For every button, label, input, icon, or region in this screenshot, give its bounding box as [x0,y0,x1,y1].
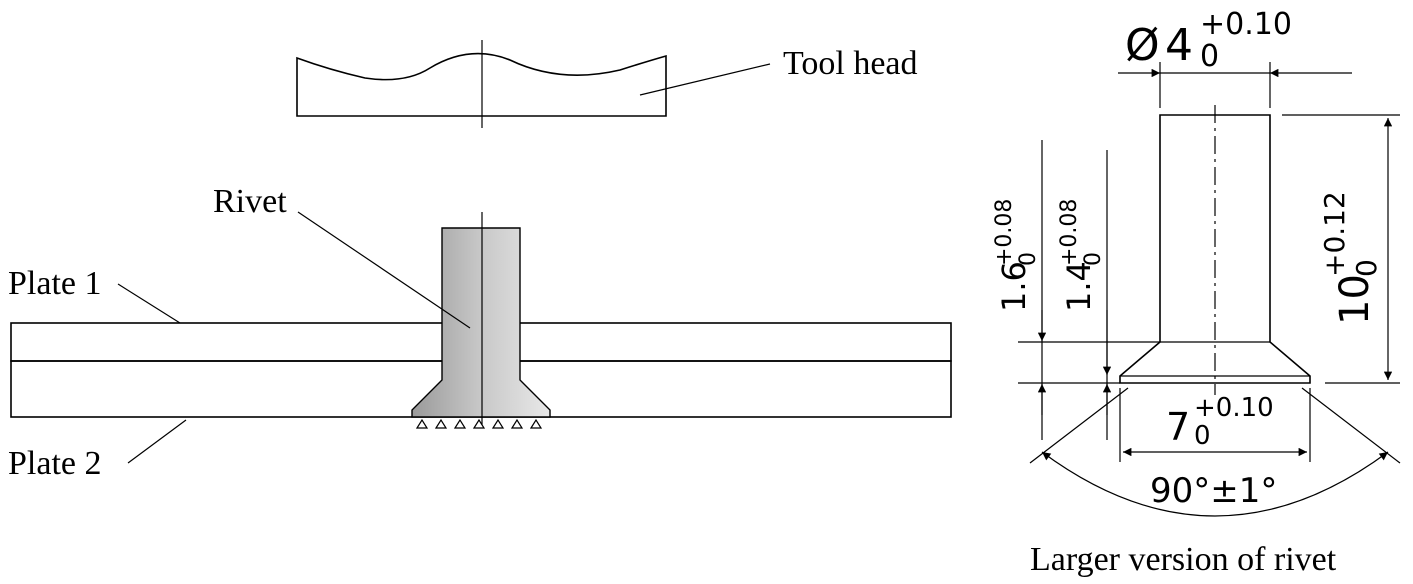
dim-head-dia-nominal: 7 [1166,405,1190,449]
tool-head-leader [639,63,771,96]
rivet-shape [411,212,551,425]
dim-diameter-lower: 0 [1200,39,1219,74]
tool-head [296,40,667,128]
plate-2-label: Plate 2 [8,445,101,482]
dim-diameter-nominal: 4 [1165,20,1193,71]
plate-2-leader [127,419,187,464]
dim-head16-lower: 0 [1016,252,1041,266]
plate-1-label: Plate 1 [8,265,101,302]
dim-diameter-symbol: Ø [1125,20,1160,71]
dim-length [1282,114,1400,384]
dim-diameter-upper: +0.10 [1200,7,1292,42]
support-marks [415,418,543,429]
dim-shank-diameter [1118,62,1352,108]
plate-1-leader [117,283,181,324]
large-rivet [1119,105,1311,395]
dim-head14-lower: 0 [1081,252,1106,266]
dim-head-dia-upper: +0.10 [1194,393,1274,423]
dim-head16-upper: +0.08 [992,199,1017,266]
larger-version-caption: Larger version of rivet [1030,541,1337,578]
dim-length-lower: 0 [1350,259,1383,277]
dim-angle-label: 90°±1° [1150,471,1277,511]
dim-head-dia-lower: 0 [1194,421,1211,451]
dim-head14-nominal: 1.4 [1060,261,1098,312]
rivet-label: Rivet [213,183,287,220]
dim-length-upper: +0.12 [1318,191,1351,277]
dim-length-nominal: 10 [1332,274,1378,325]
dim-head-heights [1018,140,1160,440]
rivet-leader [297,211,471,329]
dim-angle [1029,387,1401,517]
dim-head14-upper: +0.08 [1057,199,1082,266]
dim-head16-nominal: 1.6 [995,261,1033,312]
tool-head-label: Tool head [783,45,918,82]
